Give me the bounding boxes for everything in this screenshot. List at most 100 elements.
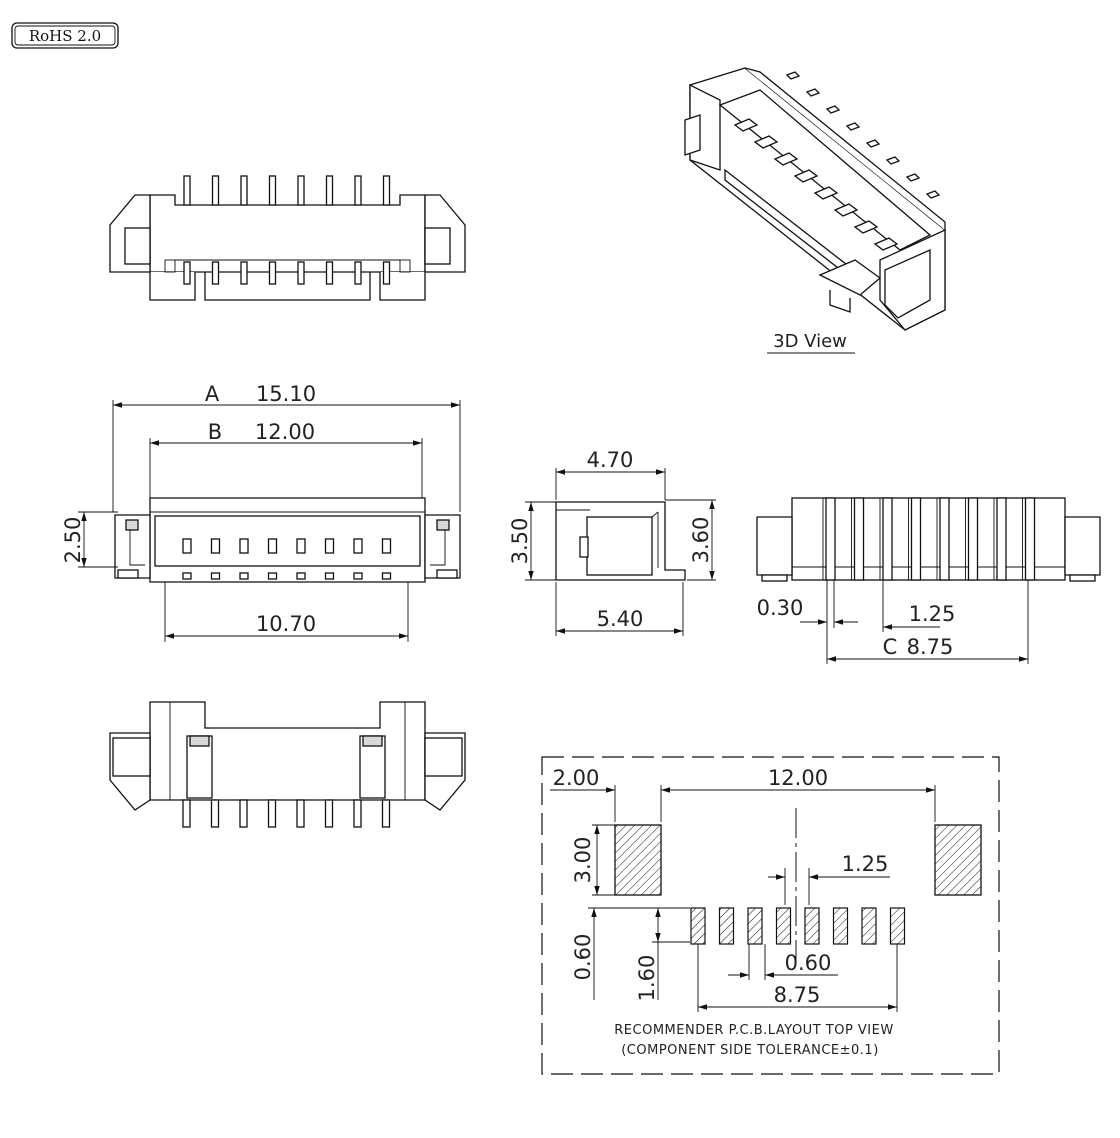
iso-3d-pin-back [825, 105, 841, 114]
rear-view-pin [967, 497, 979, 581]
side-view: 4.70 3.50 3.60 5.40 [508, 448, 716, 636]
iso-3d-pin [733, 118, 759, 132]
front-dim-a-letter: A [205, 382, 220, 406]
front-view-contact [353, 538, 363, 554]
front-view-contact [296, 538, 306, 554]
iso-3d-pin-back [845, 122, 861, 131]
front-view-pin-tip [324, 572, 335, 580]
pcb-dim-0-60-left: 0.60 [571, 934, 595, 981]
iso-3d-caption: 3D View [773, 331, 847, 352]
iso-3d-view: 3D View [684, 67, 946, 354]
front-view-contact [267, 538, 278, 554]
pcb-dim-1-60: 1.60 [635, 955, 659, 1002]
pcb-pad-mount-right [934, 824, 982, 896]
bottom-view-pin [353, 799, 362, 828]
iso-3d-pin [833, 203, 859, 217]
pcb-signal-pad [690, 907, 706, 945]
front-view-contact [239, 538, 249, 554]
top-view-pin [268, 175, 277, 206]
side-dim-top: 4.70 [587, 448, 634, 472]
top-view-pin-tail [240, 261, 248, 285]
rear-view-pin [882, 497, 893, 581]
bottom-view-pins [182, 799, 391, 828]
top-view [109, 175, 466, 301]
rohs-badge: RoHS 2.0 [11, 22, 119, 49]
top-view-pin-tail [211, 261, 220, 285]
rear-view-pin [1024, 497, 1036, 581]
bottom-view-pin [210, 799, 220, 828]
rear-dim-pitch: 1.25 [909, 602, 956, 626]
pcb-signal-pads [690, 907, 906, 945]
iso-3d-pin-back [925, 190, 941, 199]
top-view-pin [240, 175, 248, 206]
iso-3d-pin-back [865, 139, 881, 148]
pcb-dim-2-00: 2.00 [553, 766, 600, 790]
pcb-signal-pad [804, 907, 820, 945]
front-dim-a-value: 15.10 [256, 382, 316, 406]
front-view-pin-tip [267, 572, 278, 580]
top-view-pin-tail [183, 261, 191, 285]
front-dim-b-letter: B [208, 420, 222, 444]
top-view-pin [211, 175, 220, 206]
front-view-contacts [182, 538, 392, 580]
top-view-pin-tail [354, 261, 362, 285]
front-dim-b-value: 12.00 [255, 420, 315, 444]
side-dim-right: 3.60 [689, 517, 713, 564]
pcb-note-line1: RECOMMENDER P.C.B.LAYOUT TOP VIEW [614, 1023, 893, 1038]
front-view-pin-tip [353, 572, 363, 580]
iso-3d-pin-back [905, 173, 921, 182]
iso-3d-pin [773, 152, 799, 166]
pcb-signal-pad [832, 907, 849, 945]
iso-3d-pin [873, 237, 899, 251]
front-view-contact [324, 538, 335, 554]
pcb-signal-pad [775, 907, 792, 945]
top-view-pin [183, 175, 191, 206]
pcb-signal-pad [861, 907, 877, 945]
top-view-pin-tail [297, 261, 305, 285]
side-dim-bottom: 5.40 [597, 607, 644, 631]
bottom-view-pin [324, 799, 334, 828]
front-view-pin-tip [182, 572, 192, 580]
bottom-view-pin [239, 799, 248, 828]
iso-3d-pin-back [885, 156, 901, 165]
iso-3d-pin [753, 135, 779, 149]
front-view-contact [210, 538, 221, 554]
top-view-pin [325, 175, 334, 206]
pcb-dim-1-25: 1.25 [842, 852, 889, 876]
rear-view: 0.30 1.25 C 8.75 [756, 497, 1101, 664]
top-view-pin-tail [268, 261, 277, 285]
top-view-pin-tail [325, 261, 334, 285]
iso-3d-pin [793, 169, 819, 183]
front-view: A 15.10 B 12.00 2.50 10.70 [61, 382, 461, 642]
bottom-view-pin [296, 799, 305, 828]
bottom-view-pin [182, 799, 191, 828]
front-view-pin-tip [210, 572, 221, 580]
front-dim-height: 2.50 [61, 517, 85, 564]
pcb-signal-pad [747, 907, 763, 945]
iso-3d-pin [813, 186, 839, 200]
bottom-view-pin [267, 799, 277, 828]
top-view-pin-tail [382, 261, 391, 285]
rear-view-pin [996, 497, 1007, 581]
pcb-dim-12-00: 12.00 [768, 766, 828, 790]
rear-view-pin [910, 497, 922, 581]
pcb-signal-pad [718, 907, 735, 945]
front-view-pin-tip [381, 572, 392, 580]
front-view-contact [381, 538, 392, 554]
rear-view-pin [825, 497, 836, 581]
top-view-pin [354, 175, 362, 206]
pcb-signal-pad [889, 907, 906, 945]
rohs-badge-label: RoHS 2.0 [29, 27, 101, 45]
rear-dim-c-value: 8.75 [907, 635, 954, 659]
rear-view-pins [822, 497, 1036, 581]
bottom-view [109, 701, 466, 828]
bottom-view-pin [381, 799, 391, 828]
pcb-layout: 2.00 12.00 3.00 1.25 0.60 1.60 0.60 8.75… [541, 756, 1000, 1075]
iso-3d-pin [853, 220, 879, 234]
front-view-contact [182, 538, 192, 554]
pcb-dim-8-75: 8.75 [774, 983, 821, 1007]
front-view-pin-tip [296, 572, 306, 580]
rear-view-pin [853, 497, 865, 581]
pcb-pad-mount-left [614, 824, 662, 896]
